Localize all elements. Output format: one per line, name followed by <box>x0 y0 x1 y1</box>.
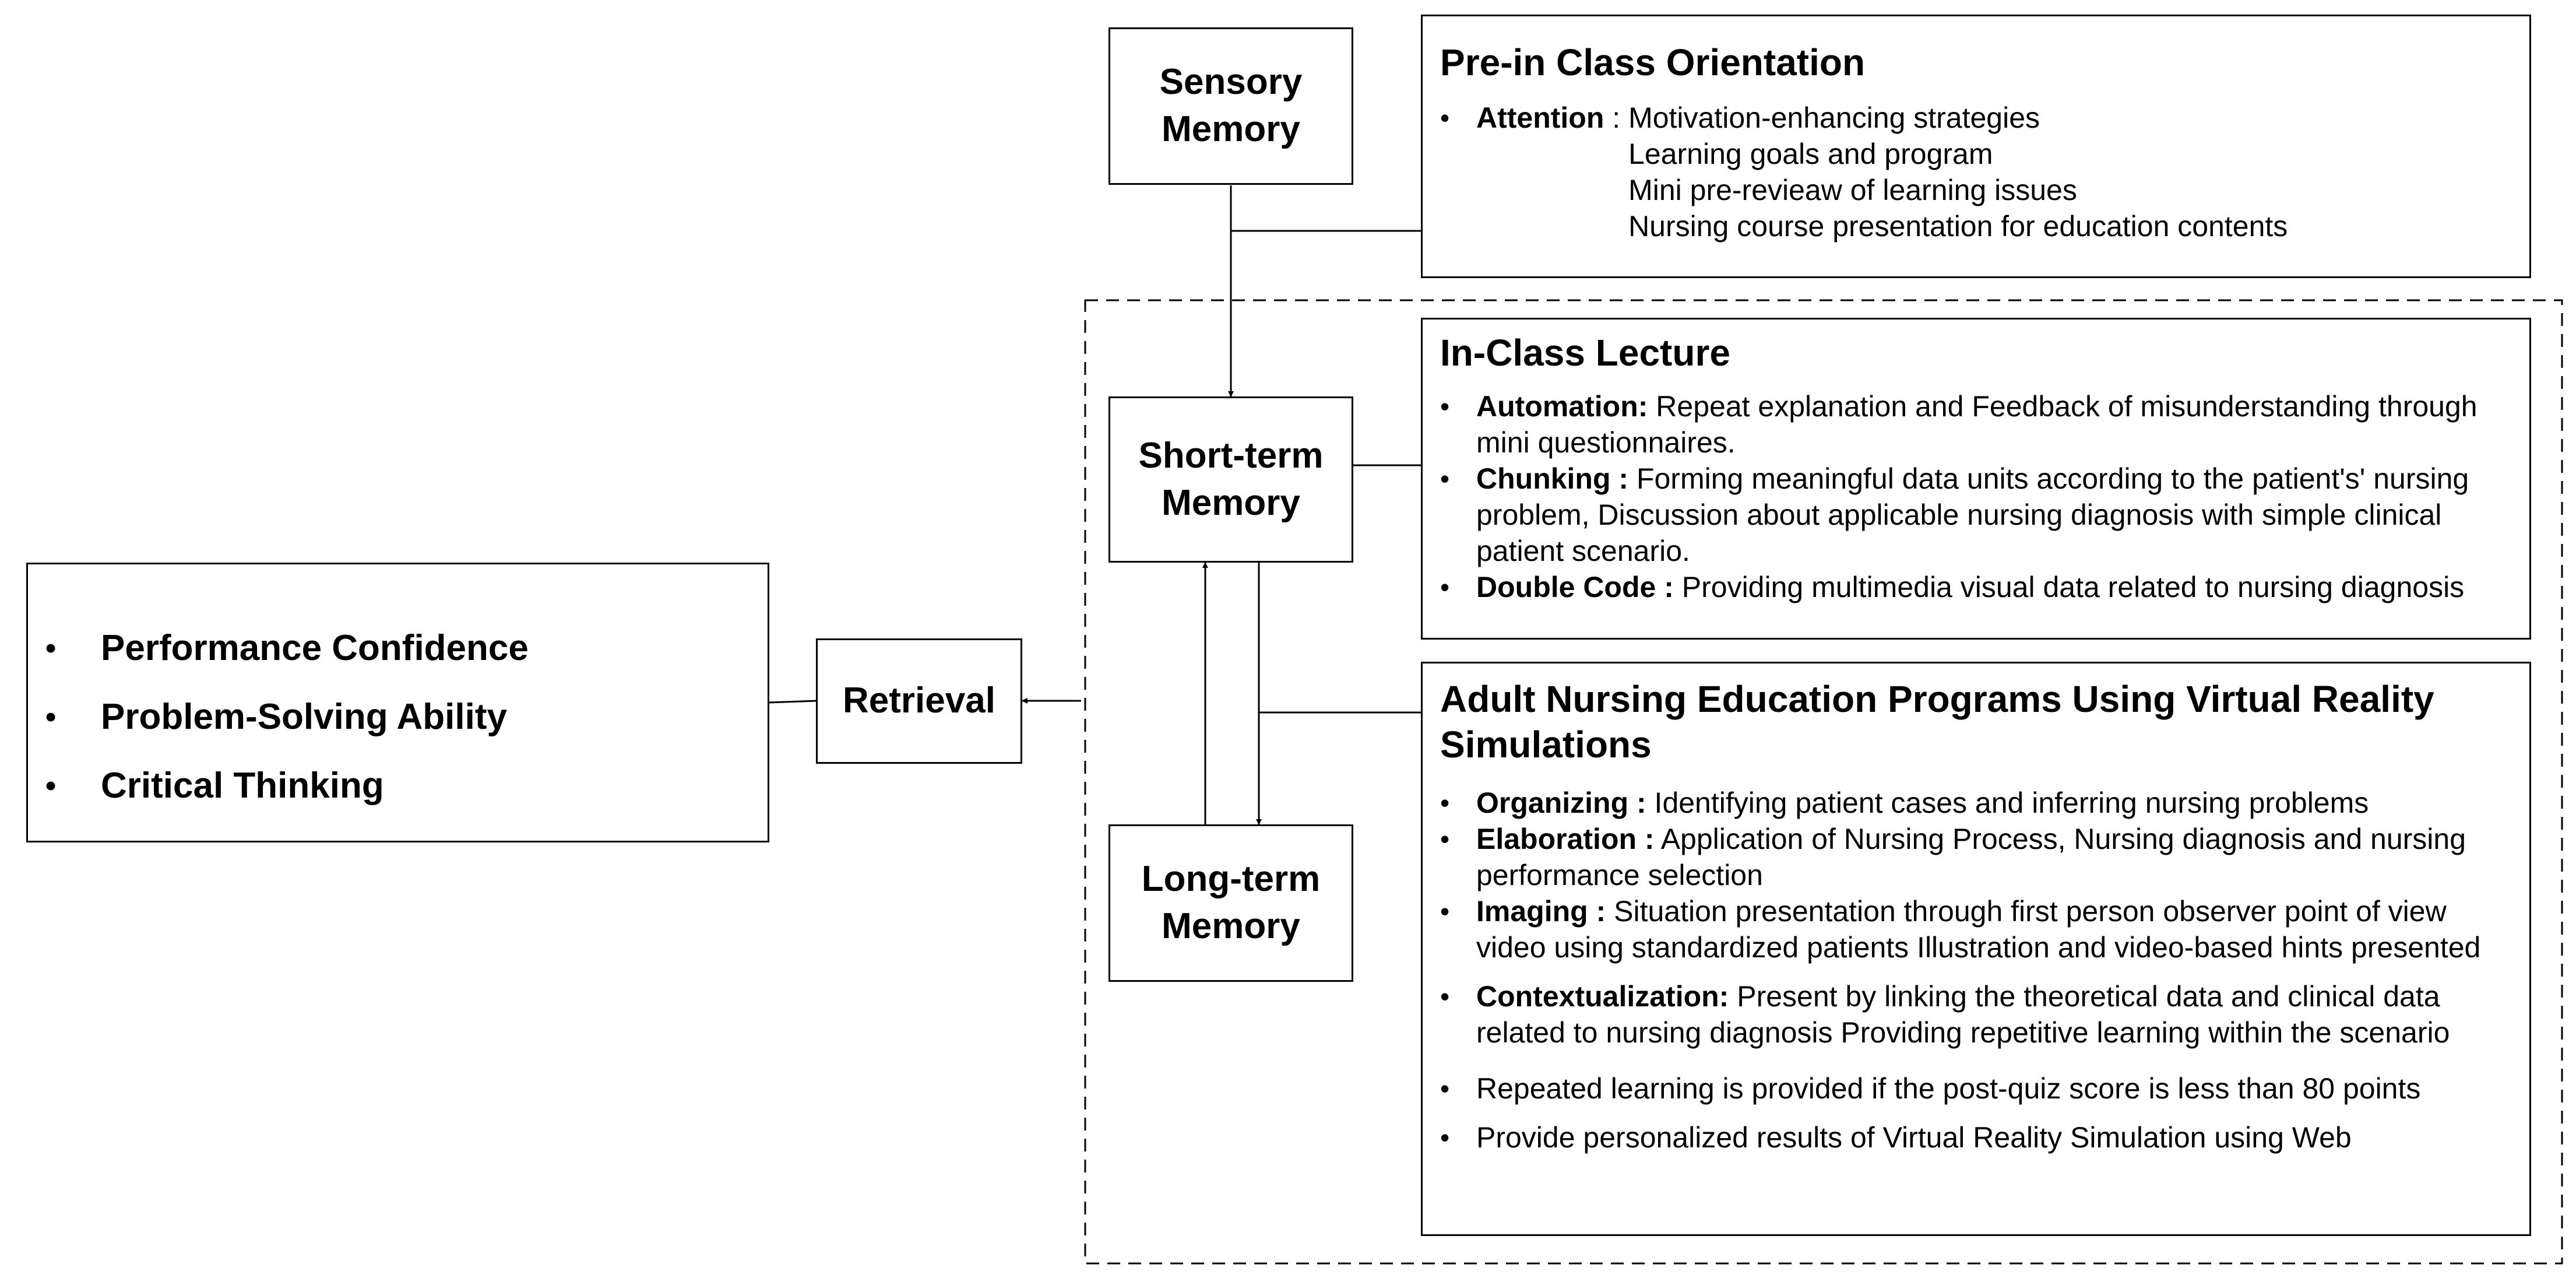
vr-program-item: Contextualization: Present by linking th… <box>1440 978 2512 1051</box>
item-text: Repeated learning is provided if the pos… <box>1476 1072 2421 1105</box>
sensory-memory-label-line1: Sensory <box>1159 62 1303 103</box>
item-term: Organizing : <box>1476 787 1646 819</box>
item-term: Chunking : <box>1476 462 1629 495</box>
vr-program-item: Imaging : Situation presentation through… <box>1440 893 2512 965</box>
item-text: Provide personalized results of Virtual … <box>1476 1121 2352 1154</box>
in-class-lecture-panel: In-Class Lecture Automation: Repeat expl… <box>1421 318 2531 640</box>
outcome-item: Critical Thinking <box>45 752 529 820</box>
outcomes-list: Performance Confidence Problem-Solving A… <box>45 614 529 820</box>
item-text: Repeat explanation and Feedback of misun… <box>1476 390 2478 459</box>
sensory-memory-label-line2: Memory <box>1162 109 1300 149</box>
vr-program-item: Repeated learning is provided if the pos… <box>1440 1070 2512 1107</box>
attention-term: Attention <box>1476 101 1604 134</box>
attention-label: Attention : <box>1476 100 1628 244</box>
item-text: Providing multimedia visual data related… <box>1673 571 2465 603</box>
short-term-memory-box: Short-term Memory <box>1108 396 1353 563</box>
attention-line: Motivation-enhancing strategies <box>1628 101 2040 134</box>
in-class-item: Chunking : Forming meaningful data units… <box>1440 461 2512 569</box>
item-term: Automation: <box>1476 390 1648 423</box>
attention-line: Learning goals and program <box>1628 138 1993 170</box>
in-class-item: Automation: Repeat explanation and Feedb… <box>1440 388 2512 461</box>
item-text: Identifying patient cases and inferring … <box>1646 787 2369 819</box>
in-class-list: Automation: Repeat explanation and Feedb… <box>1440 388 2512 605</box>
in-class-item: Double Code : Providing multimedia visua… <box>1440 569 2512 605</box>
in-class-title: In-Class Lecture <box>1440 332 1730 374</box>
pre-class-title: Pre-in Class Orientation <box>1440 41 1866 83</box>
short-term-memory-label-line2: Memory <box>1162 482 1300 523</box>
attention-separator: : <box>1604 101 1629 134</box>
attention-line: Nursing course presentation for educatio… <box>1628 210 2288 243</box>
sensory-memory-box: Sensory Memory <box>1108 27 1353 185</box>
long-term-memory-label-line2: Memory <box>1162 906 1300 946</box>
item-text: Present by linking the theoretical data … <box>1476 980 2450 1049</box>
vr-program-panel: Adult Nursing Education Programs Using V… <box>1421 662 2531 1236</box>
long-term-memory-box: Long-term Memory <box>1108 824 1353 982</box>
retrieval-label: Retrieval <box>843 680 995 721</box>
working-memory-dashed-region <box>1084 299 2563 1265</box>
item-text: Situation presentation through first per… <box>1476 895 2481 964</box>
retrieval-to-outcomes-connector <box>768 700 817 704</box>
short-term-memory-label-line1: Short-term <box>1138 435 1324 476</box>
attention-line: Mini pre-revieaw of learning issues <box>1628 174 2077 206</box>
attention-item: Attention : Motivation-enhancing strateg… <box>1440 100 2512 244</box>
item-text: Application of Nursing Process, Nursing … <box>1476 823 2466 891</box>
retrieval-box: Retrieval <box>816 638 1022 764</box>
item-term: Contextualization: <box>1476 980 1729 1013</box>
vr-program-title: Adult Nursing Education Programs Using V… <box>1440 678 2434 766</box>
pre-class-orientation-panel: Pre-in Class Orientation Attention : Mot… <box>1421 15 2531 278</box>
item-term: Double Code : <box>1476 571 1674 603</box>
long-term-memory-label-line1: Long-term <box>1141 859 1321 900</box>
outcome-item: Problem-Solving Ability <box>45 683 529 752</box>
outcome-item: Performance Confidence <box>45 614 529 683</box>
vr-program-item: Provide personalized results of Virtual … <box>1440 1119 2512 1156</box>
attention-strategy-lines: Motivation-enhancing strategies Learning… <box>1628 100 2288 244</box>
outcomes-box: Performance Confidence Problem-Solving A… <box>26 563 769 842</box>
pre-class-list: Attention : Motivation-enhancing strateg… <box>1440 100 2512 244</box>
vr-program-list: Organizing : Identifying patient cases a… <box>1440 785 2512 1156</box>
vr-program-item: Elaboration : Application of Nursing Pro… <box>1440 821 2512 893</box>
item-term: Elaboration : <box>1476 823 1655 855</box>
vr-program-item: Organizing : Identifying patient cases a… <box>1440 785 2512 821</box>
item-text: Forming meaningful data units according … <box>1476 462 2469 567</box>
item-term: Imaging : <box>1476 895 1606 928</box>
